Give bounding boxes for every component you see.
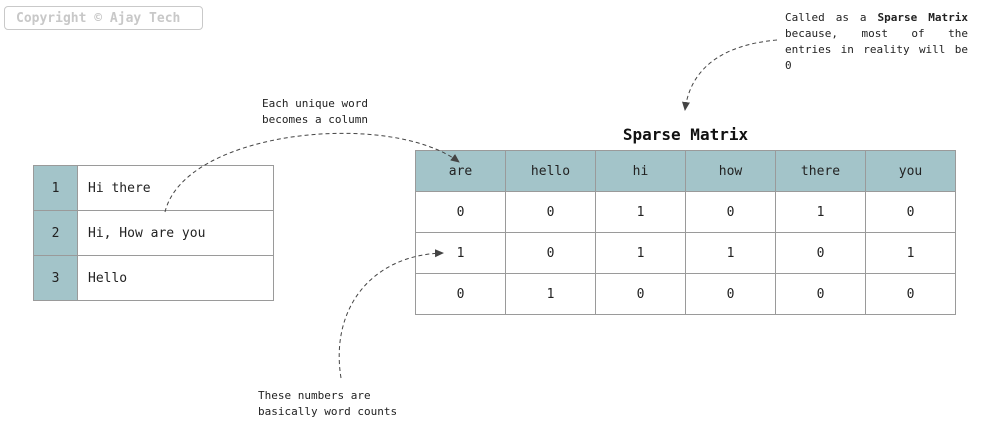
matrix-cell: 0	[865, 273, 956, 315]
matrix-cell: 1	[685, 232, 776, 274]
matrix-cell: 0	[595, 273, 686, 315]
matrix-row: 1 0 1 1 0 1	[415, 232, 956, 274]
matrix-title: Sparse Matrix	[622, 125, 749, 144]
matrix-cell: 0	[775, 232, 866, 274]
matrix-cell: 1	[595, 191, 686, 233]
document-id: 1	[33, 165, 78, 211]
arrow-to-matrix-title	[682, 39, 778, 111]
matrix-cell: 0	[685, 273, 776, 315]
sparse-note-term: Sparse Matrix	[877, 11, 968, 24]
matrix-cell: 0	[685, 191, 776, 233]
document-id: 2	[33, 210, 78, 256]
column-note-line: becomes a column	[262, 113, 368, 126]
document-text: Hi there	[77, 165, 274, 211]
matrix-row: 0 1 0 0 0 0	[415, 273, 956, 315]
copyright-watermark: Copyright © Ajay Tech	[4, 6, 203, 30]
document-row: 1 Hi there	[33, 165, 274, 211]
sparse-note-suffix: because, most of the entries in reality …	[785, 27, 968, 72]
document-row: 2 Hi, How are you	[33, 210, 274, 256]
document-row: 3 Hello	[33, 255, 274, 301]
matrix-cell: 0	[505, 191, 596, 233]
sparse-note-prefix: Called as a	[785, 11, 867, 24]
matrix-header-cell: how	[685, 150, 776, 192]
matrix-cell: 0	[865, 191, 956, 233]
sparse-matrix-note: Called as a Sparse Matrix because, most …	[785, 10, 968, 74]
matrix-row: 0 0 1 0 1 0	[415, 191, 956, 233]
matrix-cell: 0	[415, 191, 506, 233]
matrix-cell: 1	[505, 273, 596, 315]
matrix-cell: 0	[505, 232, 596, 274]
document-id: 3	[33, 255, 78, 301]
column-note: Each unique word becomes a column	[262, 96, 368, 128]
matrix-cell: 1	[775, 191, 866, 233]
documents-table: 1 Hi there 2 Hi, How are you 3 Hello	[33, 165, 274, 301]
word-count-note: These numbers are basically word counts	[258, 388, 397, 420]
document-text: Hi, How are you	[77, 210, 274, 256]
sparse-matrix-table: are hello hi how there you 0 0 1 0 1 0 1…	[415, 150, 956, 315]
matrix-header-row: are hello hi how there you	[415, 150, 956, 192]
word-count-note-line: basically word counts	[258, 405, 398, 418]
matrix-header-cell: hi	[595, 150, 686, 192]
matrix-cell: 1	[865, 232, 956, 274]
document-text: Hello	[77, 255, 274, 301]
matrix-cell: 1	[415, 232, 506, 274]
matrix-header-cell: you	[865, 150, 956, 192]
matrix-cell: 1	[595, 232, 686, 274]
matrix-header-cell: are	[415, 150, 506, 192]
matrix-header-cell: there	[775, 150, 866, 192]
word-count-note-line: These numbers are	[258, 389, 371, 402]
matrix-cell: 0	[775, 273, 866, 315]
matrix-cell: 0	[415, 273, 506, 315]
column-note-line: Each unique word	[262, 97, 368, 110]
matrix-header-cell: hello	[505, 150, 596, 192]
